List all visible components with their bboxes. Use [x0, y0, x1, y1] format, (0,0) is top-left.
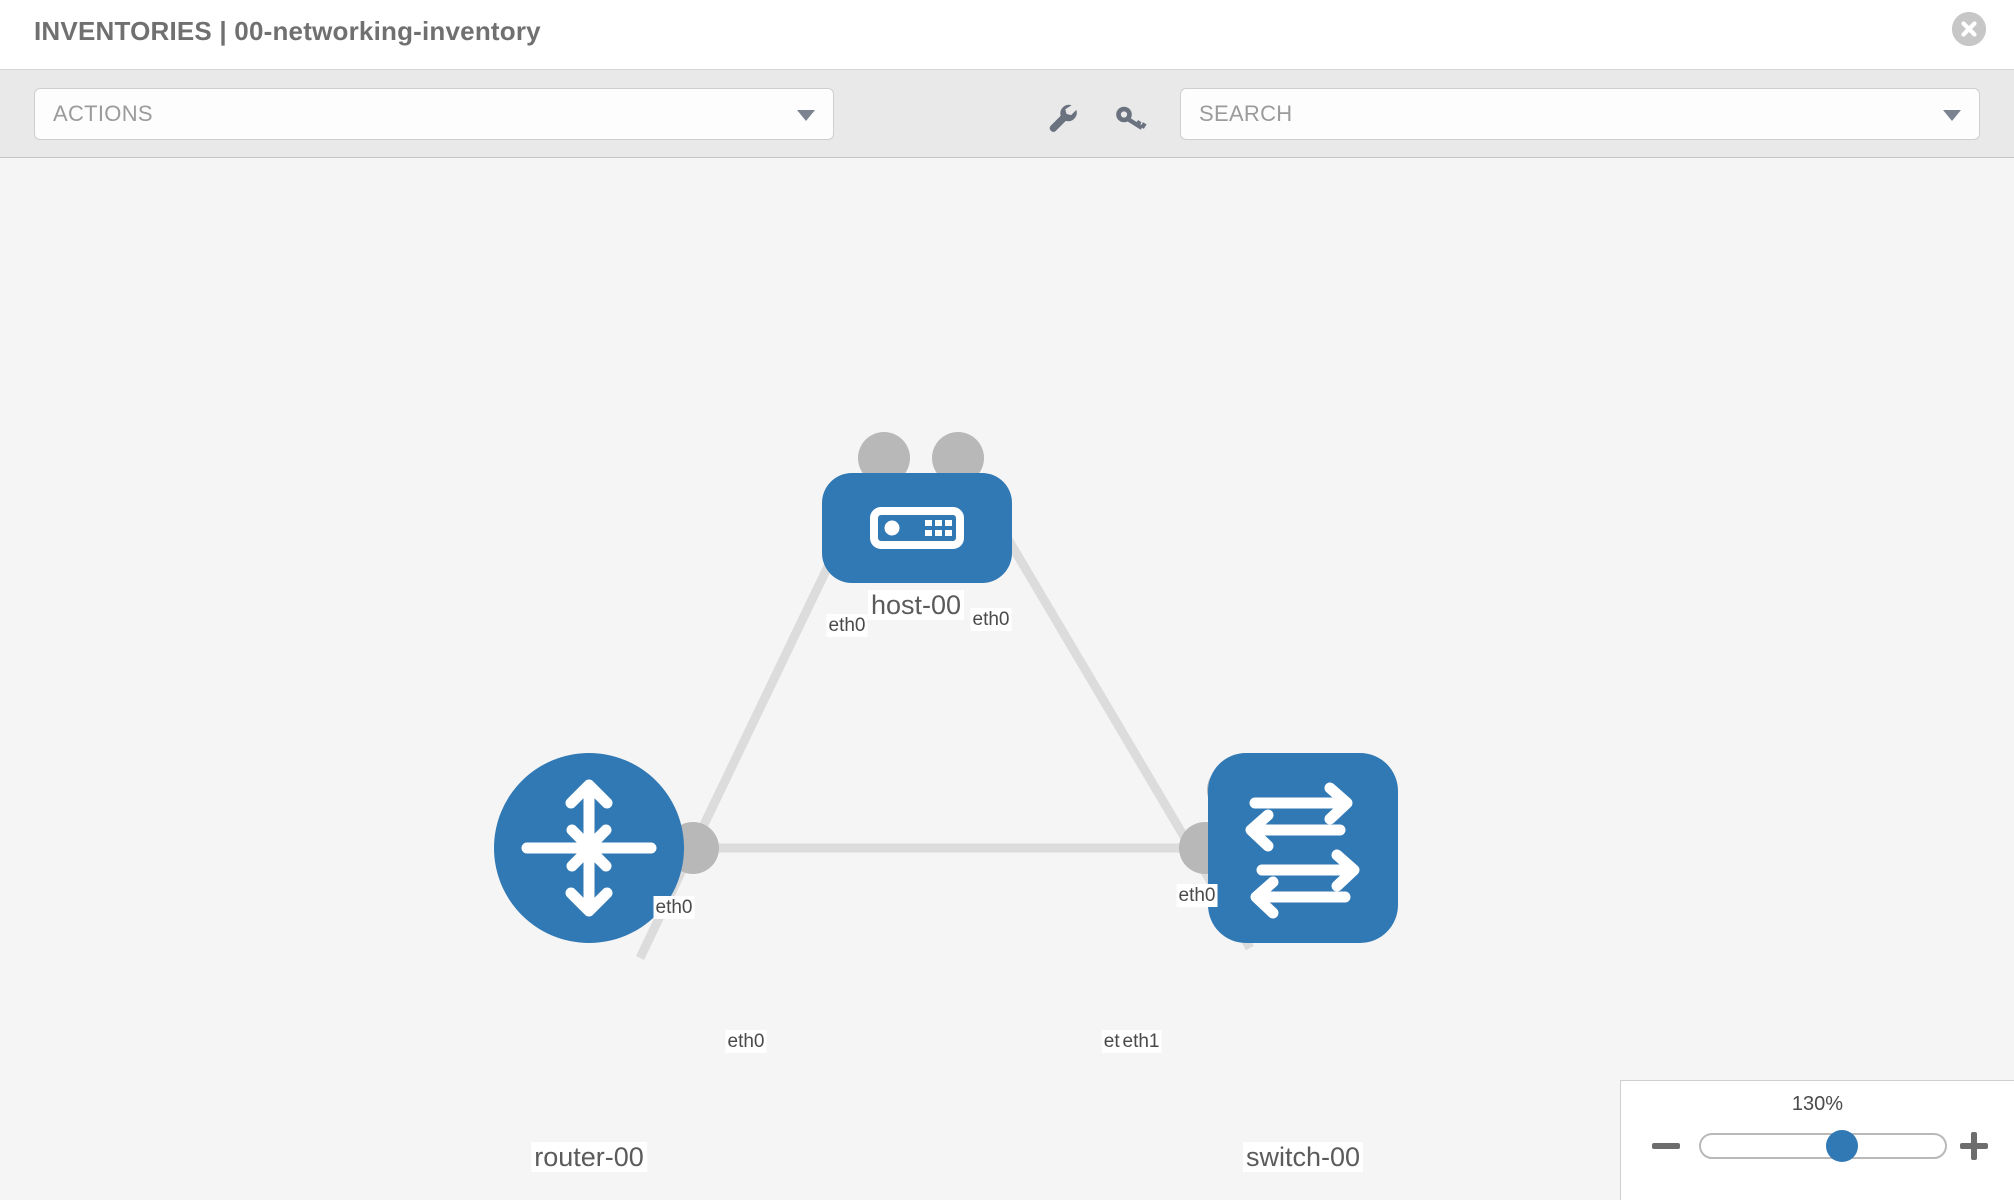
port-host00-eth0-left	[858, 432, 910, 484]
chevron-down-icon	[1943, 110, 1961, 121]
zoom-in-button[interactable]	[1957, 1129, 1991, 1163]
key-icon[interactable]	[1110, 98, 1150, 138]
close-icon[interactable]	[1952, 12, 1986, 46]
zoom-slider-track[interactable]	[1699, 1130, 1947, 1162]
wrench-icon[interactable]	[1042, 98, 1082, 138]
node-router-00	[494, 753, 684, 943]
interface-label: eth1	[1120, 1030, 1162, 1053]
node-host-00	[822, 473, 1012, 583]
chevron-down-icon	[797, 110, 815, 121]
router-arrows-icon	[521, 779, 657, 917]
topology-canvas[interactable]: eth0 eth0 eth0 eth0 eth0 eth eth1 host-0…	[0, 158, 2014, 1200]
interface-label: eth0	[725, 1030, 767, 1053]
search-placeholder: SEARCH	[1199, 101, 1293, 126]
actions-dropdown[interactable]: ACTIONS	[34, 88, 834, 140]
node-label-switch-00: switch-00	[1242, 1142, 1364, 1172]
topology-graph	[494, 432, 1398, 960]
page-title: INVENTORIES | 00-networking-inventory	[34, 16, 541, 46]
port-host00-eth0-right	[932, 432, 984, 484]
zoom-out-button[interactable]	[1649, 1129, 1683, 1163]
search-input[interactable]: SEARCH	[1180, 88, 1980, 140]
interface-label: eth0	[826, 614, 868, 637]
server-icon	[870, 507, 964, 549]
zoom-slider-handle[interactable]	[1826, 1130, 1858, 1162]
toolbar: ACTIONS SEARCH	[0, 70, 2014, 158]
zoom-control-panel: 130%	[1620, 1080, 2014, 1200]
node-switch-00	[1208, 753, 1398, 943]
interface-label: eth0	[970, 608, 1012, 631]
interface-label: eth0	[1176, 884, 1218, 907]
page-header: INVENTORIES | 00-networking-inventory	[0, 0, 2014, 70]
node-label-router-00: router-00	[531, 1142, 647, 1172]
interface-label: eth0	[653, 896, 695, 919]
switch-arrows-icon	[1245, 782, 1360, 919]
node-label-host-00: host-00	[867, 590, 965, 620]
actions-dropdown-label: ACTIONS	[53, 101, 153, 126]
zoom-percent-label: 130%	[1791, 1093, 1844, 1115]
